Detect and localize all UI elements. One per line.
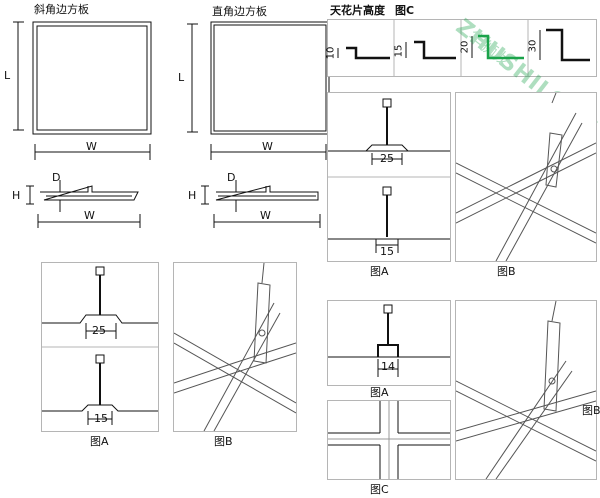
bevel-W-label: W bbox=[86, 140, 97, 153]
detail-a-lower: 25 15 bbox=[41, 262, 159, 432]
profile-h10 bbox=[346, 46, 390, 60]
square-L-label: L bbox=[178, 71, 185, 84]
iso-grid-b-bottom bbox=[455, 300, 597, 480]
panel-elevation-drawings bbox=[13, 21, 330, 228]
square-D-label: D bbox=[227, 171, 236, 184]
iso-grid-b-bottom-caption: 图B bbox=[582, 404, 600, 417]
detail-a-width-14: 14 bbox=[381, 360, 395, 373]
profile-h15 bbox=[414, 40, 456, 60]
detail-a-caption: 图A bbox=[370, 265, 389, 278]
iso-grid-b-lower-caption: 图B bbox=[214, 435, 233, 448]
bevel-panel-title: 斜角边方板 bbox=[34, 3, 89, 16]
detail-a-lower-width-25: 25 bbox=[92, 324, 106, 337]
bevel-W2-label: W bbox=[84, 209, 95, 222]
detail-a-25-15: 25 15 bbox=[327, 92, 451, 262]
iso-grid-b-top bbox=[455, 92, 597, 262]
bevel-L-label: L bbox=[4, 69, 11, 82]
iso-grid-b-lower bbox=[173, 262, 297, 432]
ceiling-height-title: 天花片高度 bbox=[330, 4, 385, 17]
profile-h20 bbox=[478, 34, 524, 60]
square-panel-inner bbox=[213, 24, 327, 132]
detail-a-lower-caption: 图A bbox=[90, 435, 109, 448]
square-W2-label: W bbox=[260, 209, 271, 222]
detail-a-width-25: 25 bbox=[380, 152, 394, 165]
detail-a-14: 14 bbox=[327, 300, 451, 386]
bevel-panel-outline bbox=[32, 21, 152, 135]
height-label-15: 15 bbox=[393, 44, 405, 58]
detail-a-width-15: 15 bbox=[380, 245, 394, 258]
square-H-label: H bbox=[188, 189, 197, 202]
bevel-panel-inner bbox=[36, 25, 148, 131]
bevel-D-label: D bbox=[52, 171, 61, 184]
profile-h30 bbox=[546, 28, 590, 62]
plan-view-c bbox=[327, 400, 451, 480]
square-panel-title: 直角边方板 bbox=[212, 5, 267, 18]
bevel-panel-profile bbox=[40, 185, 139, 201]
square-panel-profile bbox=[215, 185, 319, 201]
iso-grid-b-top-caption: 图B bbox=[497, 265, 516, 278]
plan-view-c-caption: 图C bbox=[370, 483, 389, 496]
height-label-10: 10 bbox=[325, 46, 337, 60]
bevel-H-label: H bbox=[12, 189, 21, 202]
detail-a-14-caption: 图A bbox=[370, 386, 389, 399]
ceiling-height-strip: 10 15 20 30 bbox=[325, 19, 597, 77]
detail-a-lower-width-15: 15 bbox=[94, 412, 108, 425]
square-W-label: W bbox=[262, 140, 273, 153]
square-panel-outline bbox=[210, 21, 330, 135]
ceiling-height-fig-label: 图C bbox=[395, 4, 415, 17]
